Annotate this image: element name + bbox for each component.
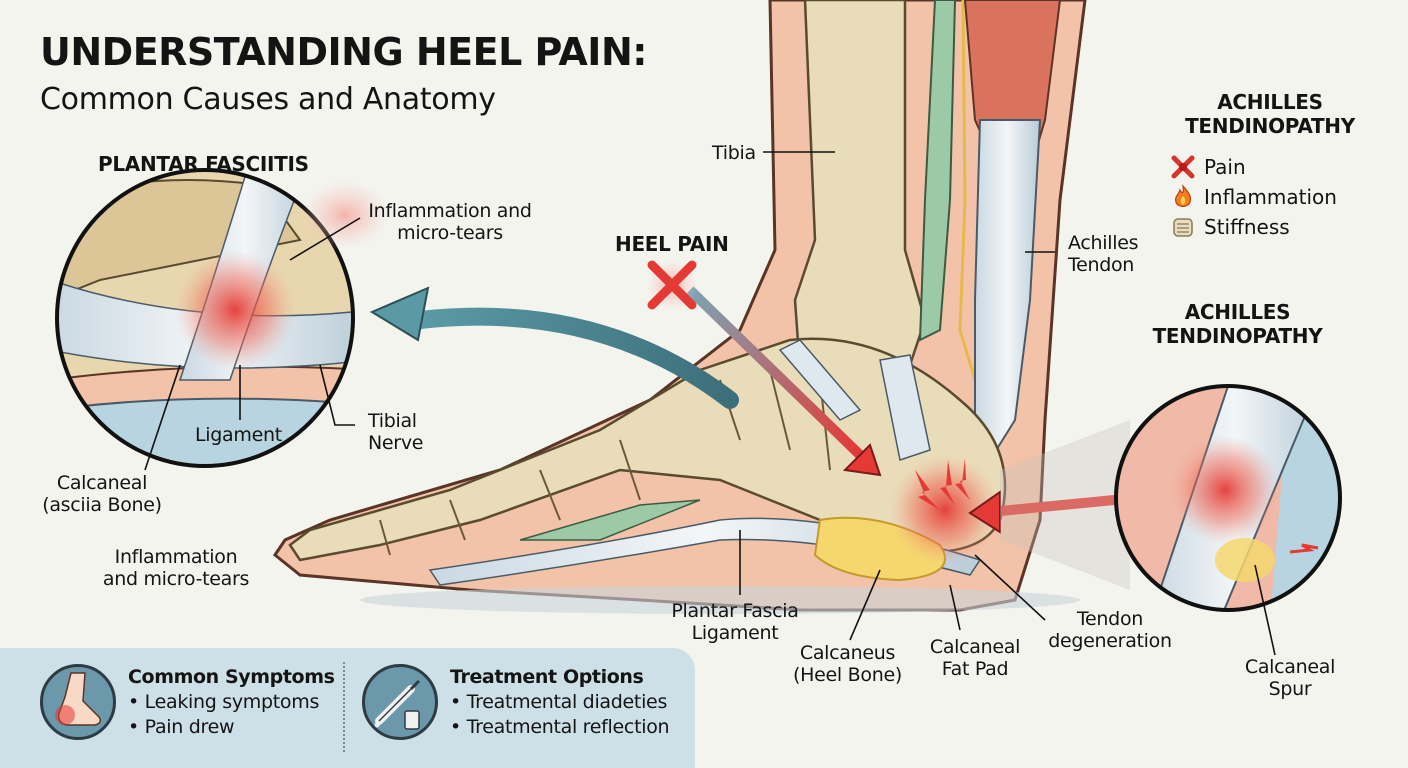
common-symptoms-block: Common Symptoms • Leaking symptoms • Pai… <box>40 664 335 740</box>
heading-line: ACHILLES <box>1184 300 1291 324</box>
symptom-stiffness: Stiffness <box>1170 212 1337 242</box>
label-line: Inflammation <box>114 546 238 568</box>
symptom-item: • Pain drew <box>128 716 235 738</box>
label-achilles-tendon: Achilles Tendon <box>1068 232 1138 276</box>
label-line: micro-tears <box>397 222 503 244</box>
label-ligament: Ligament <box>195 424 282 446</box>
label-line: Calcaneus <box>799 642 896 664</box>
label-plantar-fascia-ligament: Plantar Fascia Ligament <box>660 600 810 644</box>
symptom-label: Stiffness <box>1204 215 1290 239</box>
heading-line: ACHILLES <box>1217 90 1323 114</box>
label-line: Tendon <box>1068 254 1135 276</box>
symptom-label: Inflammation <box>1204 185 1337 209</box>
label-line: Calcaneal <box>929 636 1021 658</box>
label-line: Plantar Fascia <box>671 600 799 622</box>
heading-line: TENDINOPATHY <box>1185 114 1355 138</box>
panel-divider <box>343 662 345 752</box>
treatment-item: • Treatmental diadeties <box>450 691 668 713</box>
symptom-pain: Pain <box>1170 152 1337 182</box>
pain-burst-icon <box>1171 155 1195 179</box>
achilles-symptom-list: Pain Inflammation Stiffness <box>1170 152 1337 242</box>
info-panel: Common Symptoms • Leaking symptoms • Pai… <box>0 648 695 768</box>
page-title: UNDERSTANDING HEEL PAIN: <box>40 30 647 74</box>
page-subtitle: Common Causes and Anatomy <box>40 82 496 117</box>
label-line: degeneration <box>1048 630 1172 652</box>
syringe-vial-icon <box>362 664 438 740</box>
symptom-inflammation: Inflammation <box>1170 182 1337 212</box>
label-line: Tibial <box>368 410 417 432</box>
treatment-options-title: Treatment Options <box>450 666 644 688</box>
flame-icon <box>1174 184 1192 208</box>
label-line: Calcaneal <box>56 472 148 494</box>
label-line: (asciia Bone) <box>42 494 162 516</box>
label-line: Calcaneal <box>1244 656 1336 678</box>
label-tibia: Tibia <box>712 142 756 164</box>
symptom-label: Pain <box>1204 155 1246 179</box>
label-calcaneus-heel-bone: Calcaneus (Heel Bone) <box>785 642 910 686</box>
label-calcaneal-fat-pad: Calcaneal Fat Pad <box>925 636 1025 680</box>
label-line: (Heel Bone) <box>793 664 902 686</box>
treatment-item: • Treatmental reflection <box>450 716 670 738</box>
label-line: Nerve <box>368 432 424 454</box>
label-line: Spur <box>1268 678 1312 700</box>
heel-pain-heading: HEEL PAIN <box>615 232 729 256</box>
treatment-options-block: Treatment Options • Treatmental diadetie… <box>362 664 670 740</box>
label-calcaneal-fascia-bone: Calcaneal (asciia Bone) <box>32 472 172 516</box>
label-line: Achilles <box>1068 232 1139 254</box>
heel-pain-x-icon <box>646 259 698 311</box>
label-tibial-nerve: Tibial Nerve <box>368 410 423 454</box>
common-symptoms-title: Common Symptoms <box>128 666 335 688</box>
label-calcaneal-spur: Calcaneal Spur <box>1240 656 1340 700</box>
label-line: Tendon <box>1076 608 1144 630</box>
achilles-detail-heading: ACHILLES TENDINOPATHY <box>1135 300 1340 348</box>
label-tendon-degeneration: Tendon degeneration <box>1040 608 1180 652</box>
label-inflammation-micro-tears: Inflammation and micro-tears <box>360 200 540 244</box>
stiffness-icon <box>1173 218 1193 237</box>
label-line: Inflammation and <box>368 200 532 222</box>
label-line: Ligament <box>691 622 779 644</box>
symptom-item: • Leaking symptoms <box>128 691 320 713</box>
heading-line: TENDINOPATHY <box>1152 324 1323 348</box>
label-line: and micro-tears <box>102 568 250 590</box>
foot-pain-icon <box>40 664 116 740</box>
plantar-fasciitis-heading: PLANTAR FASCIITIS <box>98 152 309 176</box>
label-inflammation-micro-tears-2: Inflammation and micro-tears <box>96 546 256 590</box>
achilles-summary-heading: ACHILLES TENDINOPATHY <box>1170 90 1370 138</box>
label-line: Fat Pad <box>941 658 1009 680</box>
